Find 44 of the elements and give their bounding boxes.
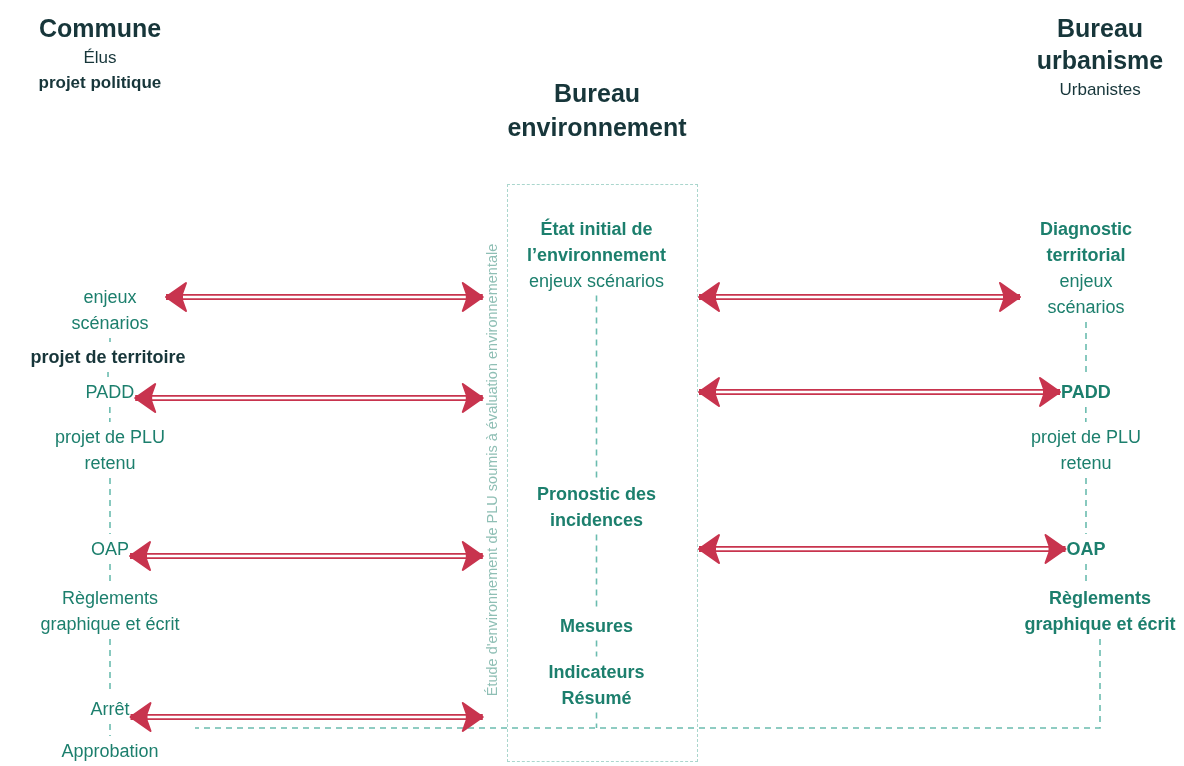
step-label: OAP bbox=[91, 536, 129, 562]
double-arrow bbox=[698, 534, 1067, 564]
column-heading: Commune bbox=[39, 13, 162, 44]
step-label: Règlements graphique et écrit bbox=[1005, 585, 1184, 637]
column-subheading: Urbanistes bbox=[1059, 79, 1141, 101]
step-label: projet de PLU retenu bbox=[1011, 424, 1161, 476]
dashed-connector bbox=[595, 711, 598, 729]
dashed-connector bbox=[109, 406, 111, 423]
dashed-connector bbox=[1085, 563, 1087, 584]
step-label: projet de territoire bbox=[30, 344, 186, 370]
dashed-connector bbox=[595, 639, 598, 658]
step-label: Pronostic des incidences bbox=[511, 480, 682, 533]
dashed-connector bbox=[109, 337, 111, 343]
double-arrow bbox=[698, 377, 1061, 407]
column-subheading: Élus bbox=[83, 47, 117, 69]
column-heading: Bureau environnement bbox=[506, 78, 688, 143]
vertical-caption: Étude d'environnement de PLU soumis à évaluation environnementale bbox=[483, 243, 500, 697]
dashed-connector bbox=[194, 638, 1101, 729]
step-label: PADD bbox=[85, 379, 135, 405]
step-label: enjeux scénarios bbox=[1046, 270, 1126, 319]
dashed-connector bbox=[107, 371, 109, 378]
dashed-connector bbox=[595, 294, 598, 480]
double-arrow bbox=[129, 541, 484, 571]
dashed-connector bbox=[1085, 406, 1087, 423]
double-arrow bbox=[134, 383, 484, 413]
column-subheading: projet politique bbox=[38, 72, 162, 94]
double-arrow bbox=[129, 702, 484, 732]
step-label: Indicateurs Résumé bbox=[541, 658, 652, 711]
column-heading: Bureau urbanisme bbox=[1035, 13, 1165, 76]
step-label: OAP bbox=[1066, 536, 1106, 562]
step-label: PADD bbox=[1061, 379, 1111, 405]
dashed-connector bbox=[1085, 477, 1087, 535]
double-arrow bbox=[165, 282, 484, 312]
step-label: projet de PLU retenu bbox=[35, 424, 185, 476]
step-label: Arrêt bbox=[90, 696, 130, 722]
dashed-connector bbox=[109, 723, 111, 737]
dashed-connector bbox=[109, 477, 111, 535]
step-label: Mesures bbox=[560, 612, 634, 639]
step-label: enjeux scénarios bbox=[55, 284, 165, 336]
step-label: Règlements graphique et écrit bbox=[20, 585, 200, 637]
dashed-connector bbox=[109, 563, 111, 584]
step-label: enjeux scénarios bbox=[527, 269, 666, 293]
step-label: Approbation bbox=[61, 738, 159, 764]
double-arrow bbox=[698, 282, 1021, 312]
